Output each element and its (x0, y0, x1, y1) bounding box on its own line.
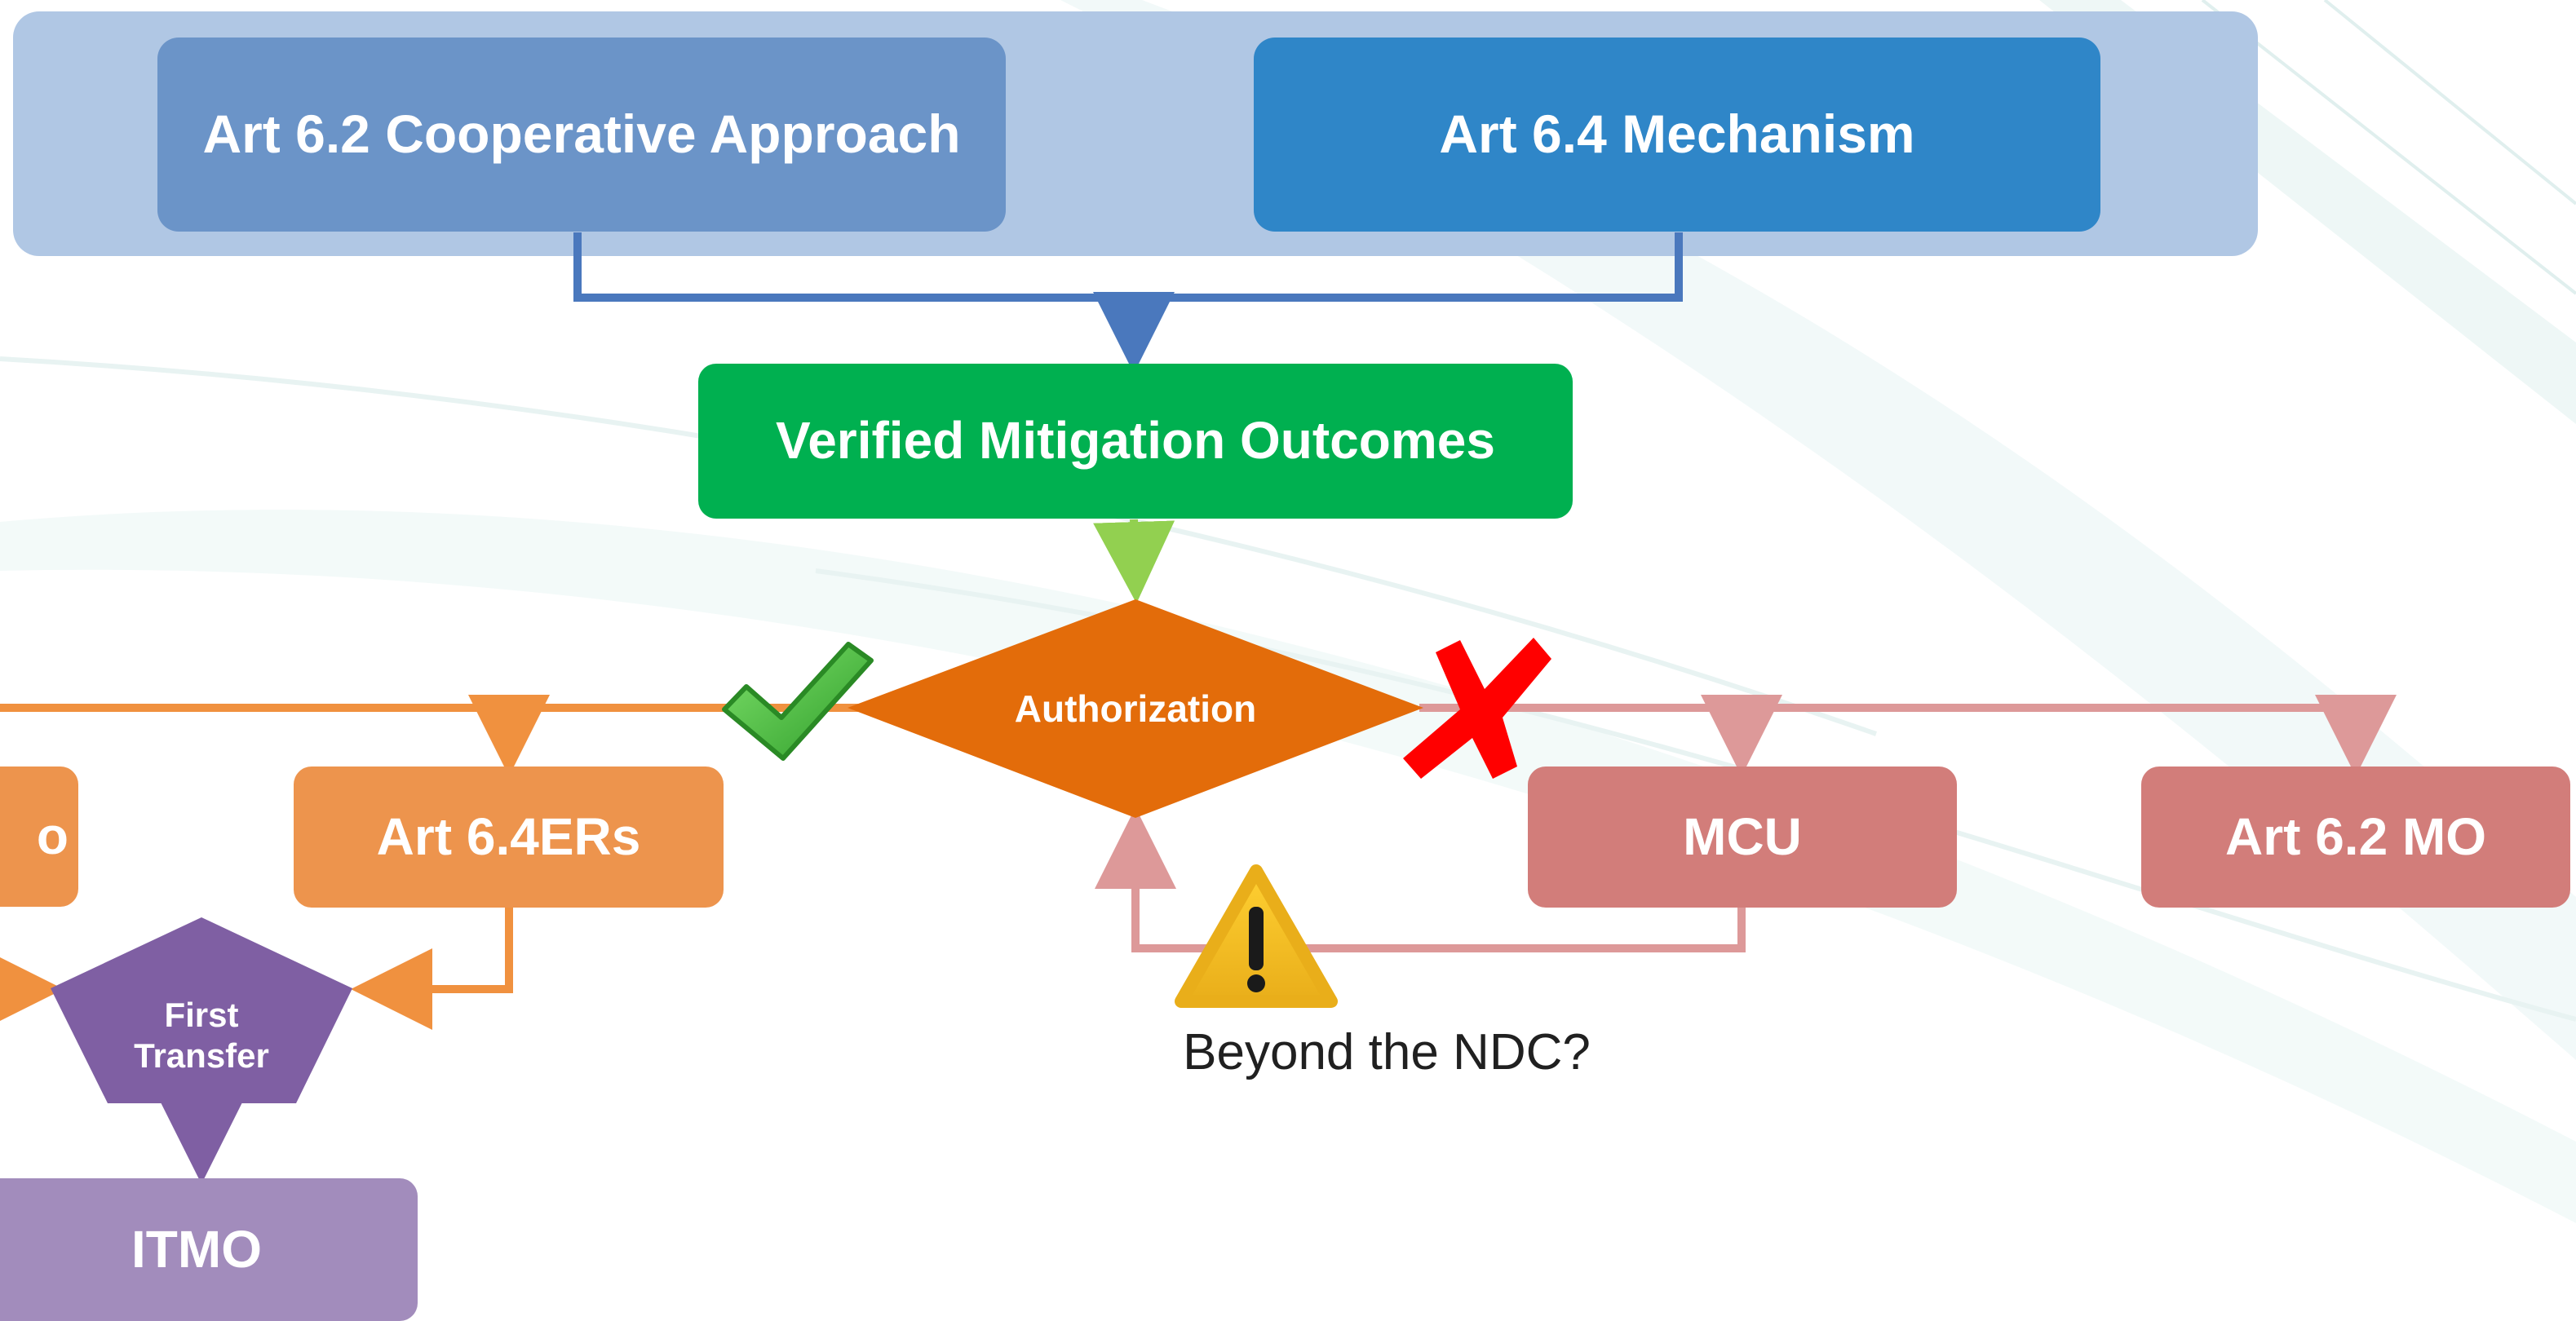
beyond-ndc-loop-arrow (1095, 807, 1746, 952)
check-icon (722, 642, 874, 761)
first-transfer-pentagon[interactable] (51, 917, 352, 1103)
er-label: Art 6.4ERs (376, 806, 641, 866)
authorization-diamond[interactable] (848, 599, 1423, 818)
mcu-label: MCU (1683, 806, 1802, 866)
to-authorization-arrow (1093, 519, 1175, 603)
cross-icon (1403, 638, 1551, 779)
mo-label: Art 6.2 MO (2224, 806, 2487, 866)
first-transfer-label: First Transfer (134, 995, 269, 1075)
background-line (2201, 0, 2576, 295)
mcu-box[interactable]: MCU (1528, 767, 1957, 908)
mo-box[interactable]: Art 6.2 MO (2141, 767, 2570, 908)
approach-connector (573, 232, 1683, 302)
verified-outcomes-box[interactable]: Verified Mitigation Outcomes (698, 364, 1573, 519)
er-to-transfer-arrow (351, 908, 513, 1030)
cooperative-approach-box[interactable]: Art 6.2 Cooperative Approach (157, 38, 1006, 232)
verified-outcomes-label: Verified Mitigation Outcomes (776, 411, 1495, 471)
beyond-ndc-text: Beyond the NDC? (1183, 1024, 1591, 1080)
itmo-label: ITMO (131, 1219, 262, 1279)
mechanism-box[interactable]: Art 6.4 Mechanism (1254, 38, 2100, 232)
left-cut-box[interactable]: o (0, 767, 78, 907)
left-cut-label: o (36, 806, 69, 866)
background-line (2323, 0, 2576, 205)
authorization-label: Authorization (1014, 687, 1257, 731)
warning-icon (1175, 864, 1338, 1008)
mechanism-label: Art 6.4 Mechanism (1439, 104, 1915, 165)
cooperative-approach-label: Art 6.2 Cooperative Approach (202, 104, 961, 165)
itmo-box[interactable]: ITMO (0, 1178, 418, 1321)
er-box[interactable]: Art 6.4ERs (294, 767, 724, 908)
